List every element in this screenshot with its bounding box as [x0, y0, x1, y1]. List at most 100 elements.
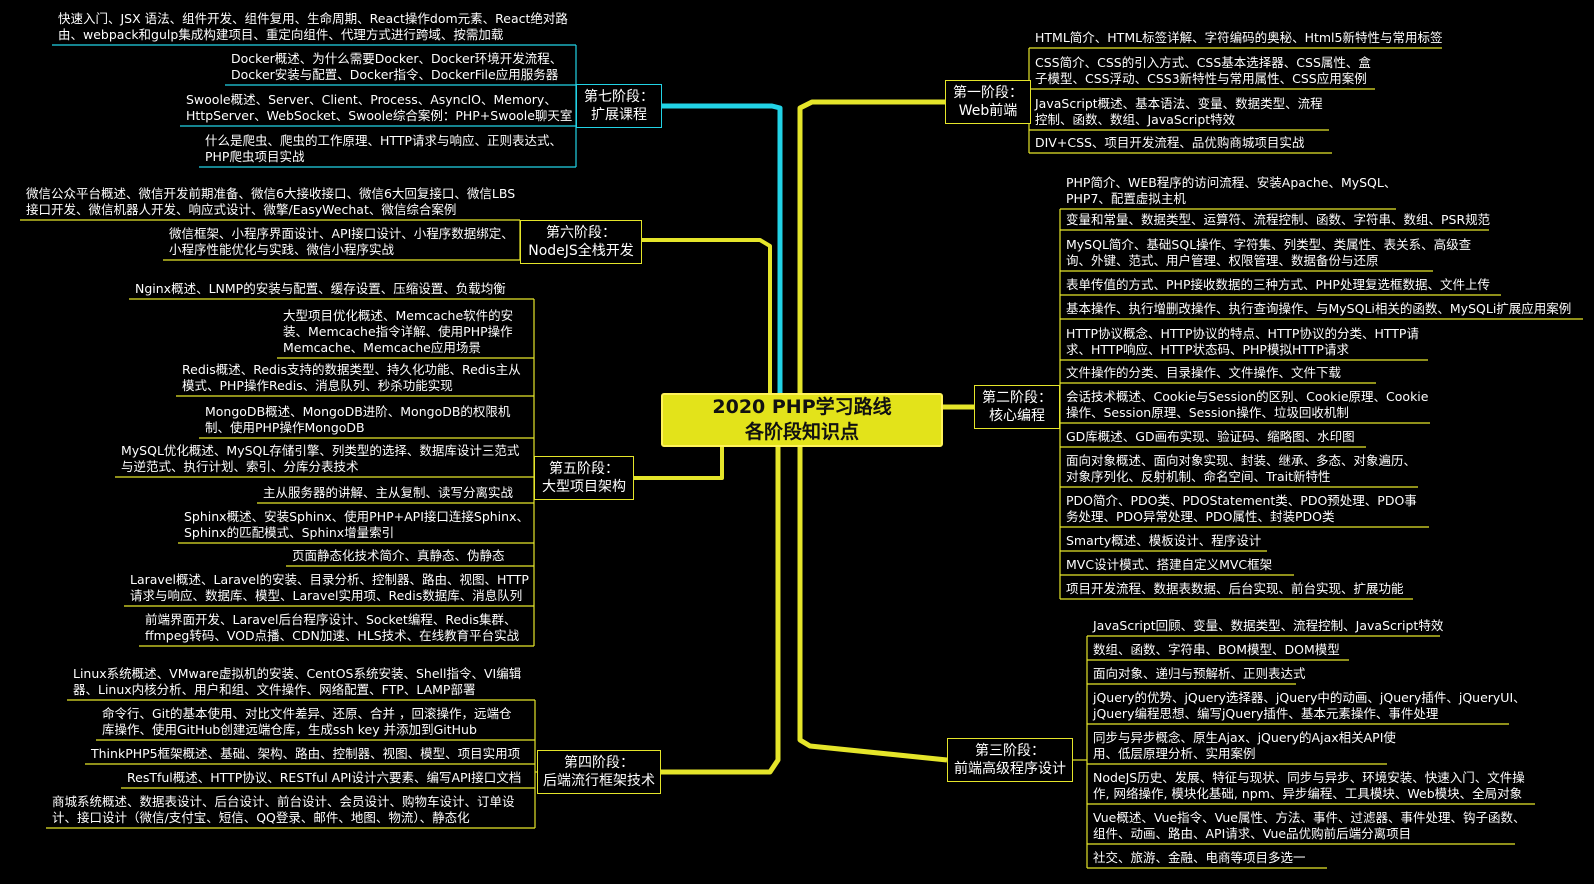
topic-leaf[interactable]: 页面静态化技术简介、真静态、伪静态	[292, 548, 518, 564]
topic-leaf[interactable]: Vue概述、Vue指令、Vue属性、方法、事件、过滤器、事件处理、钩子函数、组件…	[1093, 810, 1526, 842]
topic-leaf[interactable]: HTML简介、HTML标签详解、字符编码的奥秘、Html5新特性与常用标签	[1035, 30, 1443, 46]
topic-leaf-line: 作, 网络操作, 模块化基础, npm、异步编程、工具模块、Web模块、全局对象	[1093, 786, 1523, 801]
topic-leaf-line: MongoDB概述、MongoDB进阶、MongoDB的权限机	[205, 404, 511, 419]
topic-leaf[interactable]: JavaScript回顾、变量、数据类型、流程控制、JavaScript特效	[1093, 618, 1443, 634]
topic-leaf-line: 基本操作、执行增删改操作、执行查询操作、与MySQLi相关的函数、MySQLi扩…	[1066, 301, 1572, 316]
topic-leaf-line: 数组、函数、字符串、BOM模型、DOM模型	[1093, 642, 1340, 657]
topic-leaf[interactable]: 面向对象概述、面向对象实现、封装、继承、多态、对象遍历、对象序列化、反射机制、命…	[1066, 453, 1417, 485]
stage-2-core-programming[interactable]: 第二阶段： 核心编程	[974, 385, 1060, 429]
topic-leaf-line: 询、外键、范式、用户管理、权限管理、数据备份与还原	[1066, 253, 1379, 268]
topic-leaf-line: Linux系统概述、VMware虚拟机的安装、CentOS系统安装、Shell指…	[73, 666, 522, 681]
stage-4-backend-frameworks[interactable]: 第四阶段： 后端流行框架技术	[537, 750, 661, 794]
topic-leaf[interactable]: JavaScript概述、基本语法、变量、数据类型、流程控制、函数、数组、Jav…	[1035, 96, 1325, 128]
topic-leaf-line: 模式、PHP操作Redis、消息队列、秒杀功能实现	[182, 378, 453, 393]
topic-leaf[interactable]: 同步与异步概念、原生Ajax、jQuery的Ajax相关API使用、低层原理分析…	[1093, 730, 1396, 762]
topic-leaf-line: 装、Memcache指令详解、使用PHP操作	[283, 324, 513, 339]
topic-leaf[interactable]: NodeJS历史、发展、特征与现状、同步与异步、环境安装、快速入门、文件操作, …	[1093, 770, 1531, 802]
topic-leaf-line: Docker概述、为什么需要Docker、Docker环境开发流程、	[231, 51, 563, 66]
topic-leaf[interactable]: 命令行、Git的基本使用、对比文件差异、还原、合并 ，回滚操作，远端仓库操作、使…	[102, 706, 519, 738]
topic-leaf[interactable]: 表单传值的方式、PHP接收数据的三种方式、PHP处理复选框数据、文件上传	[1066, 277, 1497, 293]
topic-leaf-line: 面向对象、递归与预解析、正则表达式	[1093, 666, 1306, 681]
topic-leaf-line: Vue概述、Vue指令、Vue属性、方法、事件、过滤器、事件处理、钩子函数、	[1093, 810, 1526, 825]
topic-leaf[interactable]: MVC设计模式、搭建自定义MVC框架	[1066, 557, 1290, 573]
topic-leaf[interactable]: Sphinx概述、安装Sphinx、使用PHP+API接口连接Sphinx、Sp…	[184, 509, 529, 541]
topic-leaf[interactable]: 社交、旅游、金融、电商等项目多选一	[1093, 850, 1323, 866]
topic-leaf-line: 变量和常量、数据类型、运算符、流程控制、函数、字符串、数组、PSR规范	[1066, 212, 1491, 227]
topic-leaf[interactable]: 会话技术概述、Cookie与Session的区别、Cookie原理、Cookie…	[1066, 389, 1428, 421]
stage-5-large-project-architecture[interactable]: 第五阶段： 大型项目架构	[534, 456, 634, 500]
topic-leaf[interactable]: MySQL简介、基础SQL操作、字符集、列类型、类属性、表关系、高级查询、外键、…	[1066, 237, 1472, 269]
topic-leaf[interactable]: 微信框架、小程序界面设计、API接口设计、小程序数据绑定、小程序性能优化与实践、…	[169, 226, 514, 258]
stage-2-label: 第二阶段：	[982, 390, 1052, 406]
topic-leaf[interactable]: 文件操作的分类、目录操作、文件操作、文件下载	[1066, 365, 1372, 381]
topic-leaf[interactable]: jQuery的优势、jQuery选择器、jQuery中的动画、jQuery插件、…	[1093, 690, 1526, 722]
stage-1-name: Web前端	[958, 103, 1018, 119]
topic-leaf[interactable]: 快速入门、JSX 语法、组件开发、组件复用、生命周期、React操作dom元素、…	[58, 11, 568, 43]
topic-leaf[interactable]: 基本操作、执行增删改操作、执行查询操作、与MySQLi相关的函数、MySQLi扩…	[1066, 301, 1579, 317]
topic-leaf-line: 操作、Session原理、Session操作、垃圾回收机制	[1066, 405, 1349, 420]
topic-leaf[interactable]: 数组、函数、字符串、BOM模型、DOM模型	[1093, 642, 1345, 658]
topic-leaf[interactable]: HTTP协议概念、HTTP协议的特点、HTTP协议的分类、HTTP请求、HTTP…	[1066, 326, 1424, 358]
topic-leaf[interactable]: 什么是爬虫、爬虫的工作原理、HTTP请求与响应、正则表达式、PHP爬虫项目实战	[205, 133, 562, 165]
topic-leaf[interactable]: 前端界面开发、Laravel后台程序设计、Socket编程、Redis集群、ff…	[145, 612, 520, 644]
central-topic[interactable]: 2020 PHP学习路线 各阶段知识点	[661, 393, 943, 447]
topic-leaf[interactable]: PHP简介、WEB程序的访问流程、安装Apache、MySQL、PHP7、配置虚…	[1066, 175, 1396, 207]
topic-leaf[interactable]: ResTful概述、HTTP协议、RESTful API设计六要素、编写API接…	[127, 770, 521, 786]
topic-leaf-line: 务处理、PDO异常处理、PDO属性、封装PDO类	[1066, 509, 1335, 524]
topic-leaf-line: CSS简介、CSS的引入方式、CSS基本选择器、CSS属性、盒	[1035, 55, 1371, 70]
topic-leaf-line: MySQL简介、基础SQL操作、字符集、列类型、类属性、表关系、高级查	[1066, 237, 1472, 252]
stage-7-label: 第七阶段：	[584, 89, 654, 105]
topic-leaf-line: Laravel概述、Laravel的安装、目录分析、控制器、路由、视图、HTTP	[130, 572, 529, 587]
topic-leaf-line: ffmpeg转码、VOD点播、CDN加速、HLS技术、在线教育平台实战	[145, 628, 520, 643]
topic-leaf[interactable]: GD库概述、GD画布实现、验证码、缩略图、水印图	[1066, 429, 1362, 445]
topic-leaf-line: 求、HTTP响应、HTTP状态码、PHP模拟HTTP请求	[1066, 342, 1349, 357]
topic-leaf[interactable]: ThinkPHP5框架概述、基础、架构、路由、控制器、视图、模型、项目实用项	[91, 746, 520, 762]
topic-leaf[interactable]: 面向对象、递归与预解析、正则表达式	[1093, 666, 1306, 682]
topic-leaf-line: 微信框架、小程序界面设计、API接口设计、小程序数据绑定、	[169, 226, 514, 241]
topic-leaf[interactable]: Smarty概述、模板设计、程序设计	[1066, 533, 1263, 549]
topic-leaf-line: NodeJS历史、发展、特征与现状、同步与异步、环境安装、快速入门、文件操	[1093, 770, 1525, 785]
topic-leaf[interactable]: 项目开发流程、数据表数据、后台实现、前台实现、扩展功能	[1066, 581, 1409, 597]
topic-leaf[interactable]: MongoDB概述、MongoDB进阶、MongoDB的权限机制、使用PHP操作…	[205, 404, 518, 436]
topic-leaf-line: Swoole概述、Server、Client、Process、AsyncIO、M…	[186, 92, 557, 107]
topic-leaf-line: MySQL优化概述、MySQL存储引擎、列类型的选择、数据库设计三范式	[121, 443, 520, 458]
topic-leaf[interactable]: 变量和常量、数据类型、运算符、流程控制、函数、字符串、数组、PSR规范	[1066, 212, 1491, 228]
trunk-line	[797, 99, 945, 393]
topic-leaf[interactable]: Nginx概述、LNMP的安装与配置、缓存设置、压缩设置、负载均衡	[135, 281, 518, 297]
stage-4-label: 第四阶段：	[564, 755, 634, 771]
topic-leaf[interactable]: MySQL优化概述、MySQL存储引擎、列类型的选择、数据库设计三范式与逆范式、…	[121, 443, 520, 475]
topic-leaf-line: Sphinx概述、安装Sphinx、使用PHP+API接口连接Sphinx、	[184, 509, 529, 524]
topic-leaf-line: HTML简介、HTML标签详解、字符编码的奥秘、Html5新特性与常用标签	[1035, 30, 1443, 45]
stage-3-advanced-frontend[interactable]: 第三阶段： 前端高级程序设计	[947, 738, 1073, 782]
stage-6-nodejs-fullstack[interactable]: 第六阶段： NodeJS全栈开发	[520, 220, 642, 264]
stage-7-extension-courses[interactable]: 第七阶段： 扩展课程	[576, 84, 662, 128]
topic-leaf[interactable]: 大型项目优化概述、Memcache软件的安装、Memcache指令详解、使用PH…	[283, 308, 518, 356]
topic-leaf[interactable]: Docker概述、为什么需要Docker、Docker环境开发流程、Docker…	[231, 51, 563, 83]
trunk-line	[797, 447, 948, 763]
topic-leaf[interactable]: 主从服务器的讲解、主从复制、读写分离实战	[263, 485, 518, 501]
topic-leaf-line: 什么是爬虫、爬虫的工作原理、HTTP请求与响应、正则表达式、	[205, 133, 562, 148]
topic-leaf-line: Memcache、Memcache应用场景	[283, 340, 481, 355]
topic-leaf-line: 与逆范式、执行计划、索引、分库分表技术	[121, 459, 359, 474]
topic-leaf-line: 对象序列化、反射机制、命名空间、Trait新特性	[1066, 469, 1331, 484]
topic-leaf-line: 面向对象概述、面向对象实现、封装、继承、多态、对象遍历、	[1066, 453, 1417, 468]
stage-5-name: 大型项目架构	[542, 479, 626, 495]
stage-1-web-frontend[interactable]: 第一阶段： Web前端	[945, 80, 1031, 124]
topic-leaf-line: HTTP协议概念、HTTP协议的特点、HTTP协议的分类、HTTP请	[1066, 326, 1419, 341]
topic-leaf-line: 表单传值的方式、PHP接收数据的三种方式、PHP处理复选框数据、文件上传	[1066, 277, 1490, 292]
topic-leaf[interactable]: PDO简介、PDO类、PDOStatement类、PDO预处理、PDO事务处理、…	[1066, 493, 1425, 525]
topic-leaf[interactable]: Linux系统概述、VMware虚拟机的安装、CentOS系统安装、Shell指…	[73, 666, 522, 698]
topic-leaf-line: 快速入门、JSX 语法、组件开发、组件复用、生命周期、React操作dom元素、…	[58, 11, 568, 26]
topic-leaf[interactable]: Redis概述、Redis支持的数据类型、持久化功能、Redis主从模式、PHP…	[182, 362, 521, 394]
stage-4-name: 后端流行框架技术	[543, 773, 655, 789]
topic-leaf-line: 项目开发流程、数据表数据、后台实现、前台实现、扩展功能	[1066, 581, 1404, 596]
topic-leaf[interactable]: DIV+CSS、项目开发流程、品优购商城项目实战	[1035, 135, 1328, 151]
topic-leaf[interactable]: CSS简介、CSS的引入方式、CSS基本选择器、CSS属性、盒子模型、CSS浮动…	[1035, 55, 1371, 87]
topic-leaf[interactable]: Swoole概述、Server、Client、Process、AsyncIO、M…	[186, 92, 572, 124]
topic-leaf-line: 商城系统概述、数据表设计、后台设计、前台设计、会员设计、购物车设计、订单设	[52, 794, 515, 809]
topic-leaf[interactable]: Laravel概述、Laravel的安装、目录分析、控制器、路由、视图、HTTP…	[130, 572, 529, 604]
topic-leaf[interactable]: 微信公众平台概述、微信开发前期准备、微信6大接收接口、微信6大回复接口、微信LB…	[26, 186, 515, 218]
topic-leaf-line: 库操作、使用GitHub创建远端仓库，生成ssh key 并添加到GitHub	[102, 722, 477, 737]
topic-leaf[interactable]: 商城系统概述、数据表设计、后台设计、前台设计、会员设计、购物车设计、订单设计、接…	[52, 794, 519, 826]
